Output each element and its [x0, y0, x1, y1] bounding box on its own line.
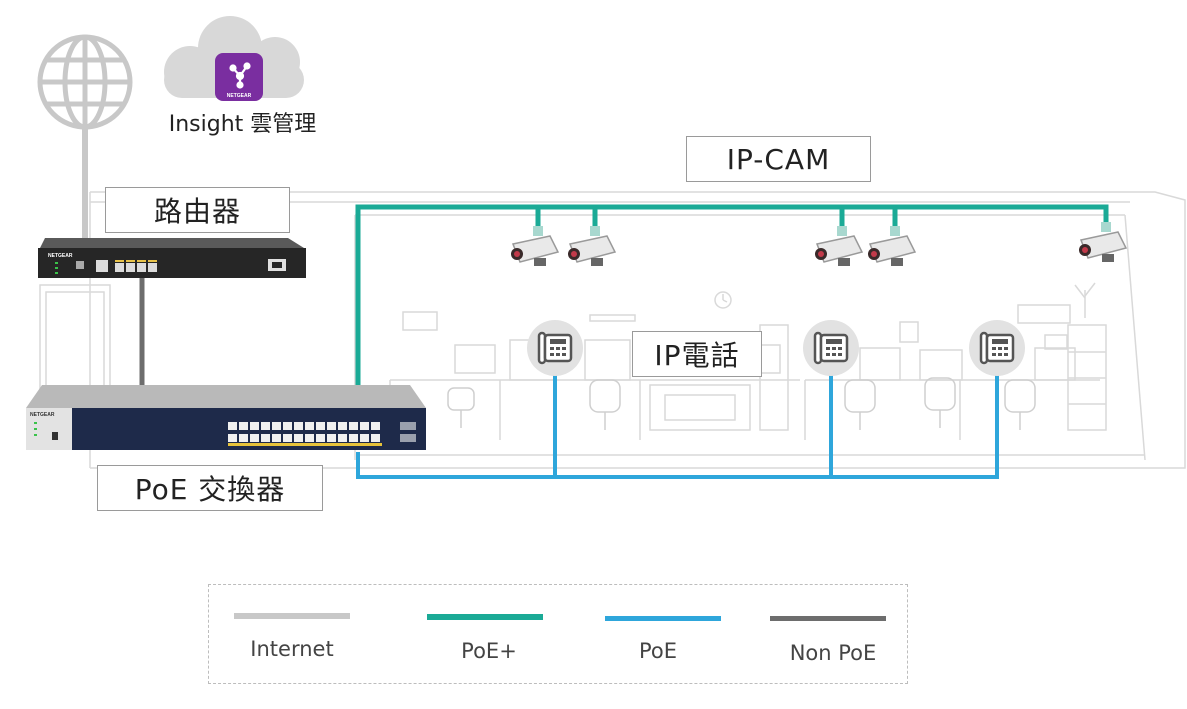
legend-item-poe: PoE	[605, 585, 735, 685]
poe-switch-device: NETGEAR	[26, 385, 426, 450]
legend-label: PoE	[638, 639, 678, 663]
ipcam-label: IP-CAM	[686, 136, 871, 182]
internet-globe-icon	[37, 34, 133, 130]
phone-icon	[527, 320, 583, 376]
camera-icon	[568, 226, 617, 266]
poe-switch-label: PoE 交換器	[97, 465, 323, 511]
phone-icon	[803, 320, 859, 376]
poe-line	[356, 370, 999, 479]
cloud-label: Insight 雲管理	[168, 112, 317, 137]
legend-item-poe-plus: PoE+	[427, 585, 557, 685]
router-label: 路由器	[105, 187, 290, 233]
camera-icon	[815, 226, 864, 266]
camera-icon	[1079, 222, 1128, 262]
camera-icon	[868, 226, 917, 266]
app-brand-text: NETGEAR	[227, 93, 252, 99]
legend-label: PoE+	[461, 639, 517, 663]
switch-brand-text: NETGEAR	[30, 412, 55, 418]
insight-app-icon: NETGEAR	[215, 53, 263, 101]
camera-icon	[511, 226, 560, 266]
legend-label: Internet	[250, 637, 334, 661]
camera-icons	[511, 222, 1128, 266]
poe-drops	[553, 370, 833, 477]
legend: Internet PoE+ PoE Non PoE	[208, 584, 908, 684]
router-brand-text: NETGEAR	[48, 253, 73, 259]
legend-line-poe	[605, 616, 721, 621]
phone-icons	[527, 320, 1025, 376]
legend-line-poe-plus	[427, 614, 543, 620]
router-device: NETGEAR	[38, 238, 306, 278]
legend-line-internet	[234, 613, 350, 619]
ip-phone-label: IP電話	[632, 331, 762, 377]
legend-item-internet: Internet	[234, 585, 364, 685]
legend-line-non-poe	[770, 616, 886, 621]
legend-label: Non PoE	[789, 641, 877, 665]
legend-item-non-poe: Non PoE	[770, 585, 900, 685]
poe-plus-line	[355, 204, 1109, 388]
phone-icon	[969, 320, 1025, 376]
